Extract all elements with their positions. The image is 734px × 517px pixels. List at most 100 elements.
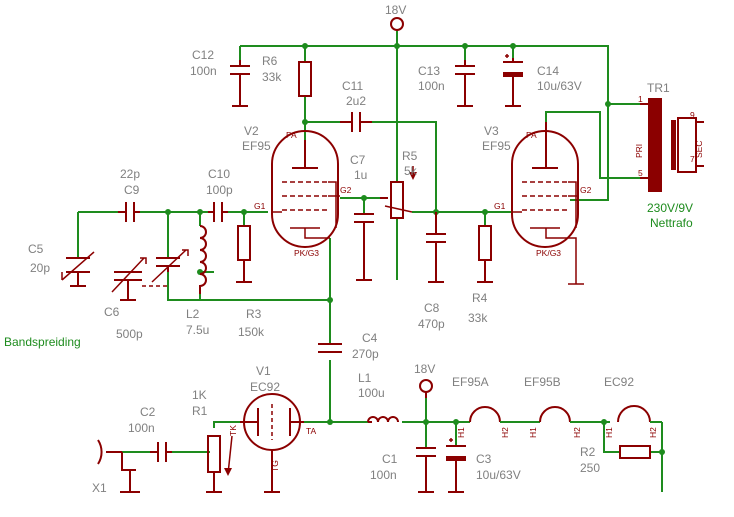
v3-name: V3: [484, 124, 499, 138]
heater-h1-b: H1: [528, 427, 538, 438]
c14-value: 10u/63V: [537, 79, 582, 93]
tr1-name: TR1: [647, 81, 670, 95]
c13-capacitor: [455, 60, 475, 107]
c7-value: 1u: [354, 168, 367, 182]
v2-type: EF95: [242, 139, 271, 153]
r5-name: R5: [402, 149, 418, 163]
v1-tube: [240, 393, 304, 493]
c11-name: C11: [342, 79, 363, 93]
heater-filaments: [469, 405, 662, 423]
c3-value: 10u/63V: [476, 468, 521, 482]
r4-value: 33k: [468, 311, 488, 325]
supply-top-label: 18V: [385, 3, 406, 17]
c13-name: C13: [418, 64, 440, 78]
heater-h2-b: H2: [572, 427, 582, 438]
v2-g1: G1: [254, 201, 266, 211]
c9-name: C9: [124, 183, 140, 197]
v3-tube: [511, 122, 584, 285]
r1-name: R1: [192, 404, 208, 418]
c4-value: 270p: [352, 347, 379, 361]
supply-bottom: [419, 379, 433, 398]
c2-capacitor: [150, 442, 172, 462]
v2-pkg3: PK/G3: [294, 248, 319, 258]
r6-name: R6: [262, 54, 278, 68]
c10-capacitor: [208, 202, 228, 222]
tr1-value: 230V/9V: [647, 201, 693, 215]
x1-name: X1: [92, 481, 107, 495]
c9-capacitor: [118, 202, 140, 222]
c11-capacitor: [340, 112, 372, 132]
bandspreiding-label: Bandspreiding: [4, 335, 81, 349]
r1-value: 1K: [192, 388, 207, 402]
c9-value: 22p: [120, 167, 140, 181]
c10-name: C10: [208, 167, 230, 181]
c6-name: C6: [104, 305, 120, 319]
c8-name: C8: [424, 301, 440, 315]
v1-type: EC92: [250, 380, 280, 394]
r4-name: R4: [472, 291, 488, 305]
heater-h1-a: H1: [456, 427, 466, 438]
v3-pkg3: PK/G3: [536, 248, 561, 258]
c7-name: C7: [350, 153, 366, 167]
r6-value: 33k: [262, 70, 282, 84]
c6-variable-capacitor: [111, 249, 189, 301]
tr1-note: Nettrafo: [650, 216, 693, 230]
r2-value: 250: [580, 461, 600, 475]
v3-g1: G1: [494, 201, 506, 211]
tr1-transformer: [640, 98, 704, 192]
r4-resistor: [477, 225, 493, 283]
v1-name: V1: [256, 364, 271, 378]
c8-value: 470p: [418, 317, 445, 331]
r5-value: 5k: [404, 164, 418, 178]
tr1-pin9: 9: [690, 110, 695, 120]
v3-type: EF95: [482, 139, 511, 153]
r5-potentiometer: [380, 166, 417, 219]
c10-value: 100p: [206, 183, 233, 197]
v2-tube: [271, 130, 340, 248]
v1-tk: TK: [228, 425, 238, 436]
tr1-pin5: 5: [638, 168, 643, 178]
heater-ef95b-label: EF95B: [524, 375, 561, 389]
v3-g2: G2: [580, 185, 592, 195]
c14-name: C14: [537, 64, 559, 78]
v2-g2: G2: [340, 185, 352, 195]
heater-h1-c: H1: [604, 427, 614, 438]
c12-capacitor: [230, 60, 250, 107]
l2-coil: [199, 225, 207, 294]
c7-capacitor: [354, 213, 374, 281]
v1-ta: TA: [306, 426, 317, 436]
l1-value: 100u: [358, 386, 385, 400]
tr1-pin1: 1: [638, 94, 643, 104]
r2-resistor: [619, 445, 651, 459]
c3-capacitor: [446, 438, 466, 493]
heater-h2-a: H2: [500, 427, 510, 438]
supply-bottom-label: 18V: [414, 362, 435, 376]
supply-top: [390, 17, 404, 31]
c5-trimmer: [61, 251, 95, 287]
c12-value: 100n: [190, 64, 217, 78]
c12-name: C12: [192, 48, 214, 62]
c2-name: C2: [140, 405, 156, 419]
c5-name: C5: [28, 242, 44, 256]
c5-value: 20p: [30, 261, 50, 275]
v3-pa: PA: [526, 130, 537, 140]
c6-value: 500p: [116, 327, 143, 341]
c13-value: 100n: [418, 79, 445, 93]
r3-value: 150k: [238, 325, 265, 339]
c8-capacitor: [426, 212, 446, 283]
l2-name: L2: [186, 307, 200, 321]
heater-ef95a-label: EF95A: [452, 375, 489, 389]
v2-pa: PA: [286, 130, 297, 140]
v1-tg: TG: [270, 460, 280, 472]
c4-name: C4: [362, 331, 378, 345]
c4-capacitor: [318, 343, 342, 353]
l1-name: L1: [358, 371, 372, 385]
c1-value: 100n: [370, 468, 397, 482]
l2-value: 7.5u: [186, 323, 209, 337]
c14-capacitor: [503, 54, 523, 107]
l1-choke: [367, 416, 399, 423]
v2-name: V2: [244, 124, 259, 138]
tr1-sec-label: SEC: [694, 141, 704, 158]
